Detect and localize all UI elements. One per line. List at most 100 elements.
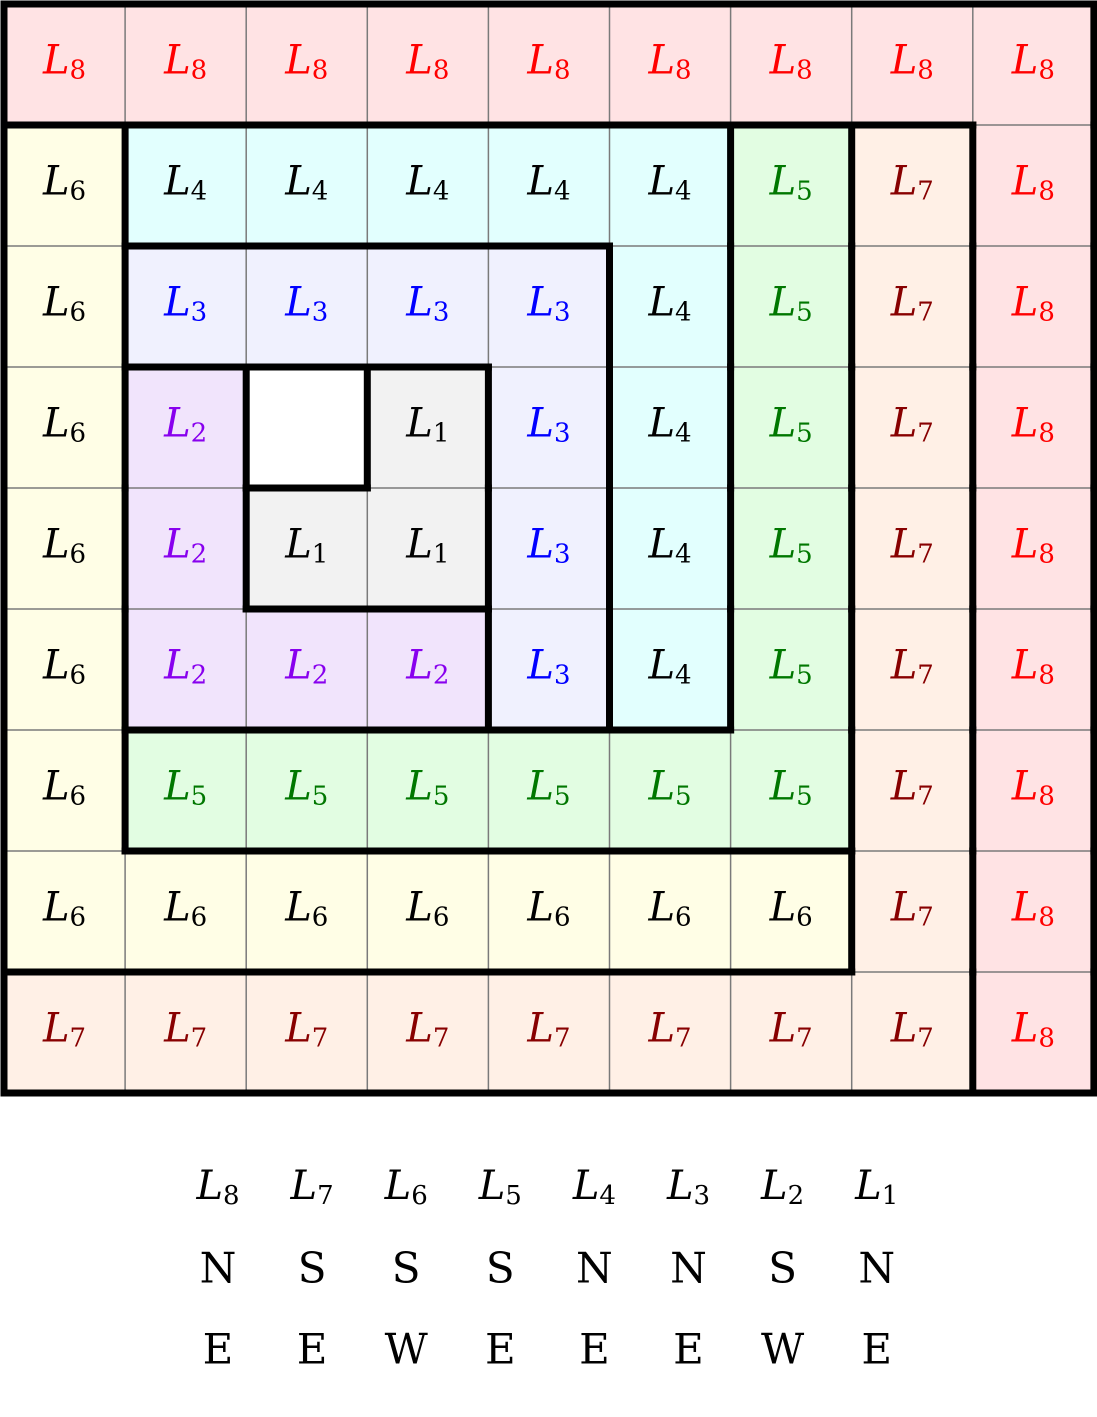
- cell-label-L8: L8: [163, 38, 207, 86]
- grid-cell-L5: [125, 730, 247, 851]
- label-subscript: 7: [917, 903, 934, 933]
- grid-cell-L7: [851, 609, 973, 730]
- label-subscript: 8: [675, 56, 692, 86]
- grid-cell-L8: [972, 730, 1094, 851]
- label-letter: L: [647, 764, 675, 810]
- grid-cell-L5: [488, 730, 610, 851]
- label-letter: L: [769, 764, 797, 810]
- label-subscript: 6: [70, 540, 87, 570]
- label-letter: L: [42, 885, 70, 931]
- table-row1-cell: S: [768, 1244, 797, 1293]
- label-subscript: 5: [312, 782, 329, 812]
- cell-label-L5: L5: [769, 401, 813, 449]
- cell-label-L8: L8: [1011, 885, 1055, 933]
- table-row1-cell: N: [200, 1244, 237, 1293]
- cell-label-L5: L5: [405, 764, 449, 812]
- grid-cell-L3: [246, 246, 368, 367]
- grid-cell-L6: [4, 851, 126, 972]
- label-letter: L: [163, 280, 191, 326]
- label-letter: L: [526, 38, 554, 84]
- label-subscript: 6: [70, 903, 87, 933]
- label-subscript: 7: [917, 298, 934, 328]
- cell-label-L3: L3: [526, 280, 570, 328]
- cell-label-L7: L7: [769, 1006, 813, 1054]
- grid-cell-L2: [367, 609, 489, 730]
- grid-cell-L8: [972, 246, 1094, 367]
- label-letter: L: [647, 885, 675, 931]
- label-letter: L: [647, 522, 675, 568]
- grid-cell-L7: [125, 972, 247, 1093]
- grid-cell-L5: [730, 367, 852, 488]
- grid-cell-L7: [851, 246, 973, 367]
- grid-cell-L6: [367, 851, 489, 972]
- label-subscript: 7: [917, 177, 934, 207]
- grid-cell-L6: [4, 367, 126, 488]
- label-subscript: 4: [433, 177, 450, 207]
- cell-label-L2: L2: [163, 401, 207, 449]
- label-letter: L: [284, 159, 312, 205]
- cell-label-L7: L7: [890, 401, 934, 449]
- cell-label-L7: L7: [890, 1006, 934, 1054]
- label-subscript: 8: [223, 1181, 240, 1211]
- label-subscript: 7: [675, 1024, 692, 1054]
- grid-cell-L5: [730, 730, 852, 851]
- grid-cell-L4: [488, 125, 610, 246]
- cell-label-L8: L8: [647, 38, 691, 86]
- grid-cell-L2: [125, 609, 247, 730]
- grid-cell-L6: [730, 851, 852, 972]
- cell-label-L5: L5: [647, 764, 691, 812]
- label-subscript: 7: [312, 1024, 329, 1054]
- label-subscript: 5: [554, 782, 571, 812]
- cell-label-L2: L2: [163, 522, 207, 570]
- cell-label-L4: L4: [647, 401, 691, 449]
- label-letter: L: [284, 522, 312, 568]
- cell-label-L7: L7: [42, 1006, 86, 1054]
- label-subscript: 2: [433, 661, 450, 691]
- label-subscript: 1: [433, 419, 450, 449]
- cell-label-L8: L8: [769, 38, 813, 86]
- cell-label-L5: L5: [526, 764, 570, 812]
- table-row2-cell: E: [673, 1325, 704, 1374]
- grid-cell-L7: [609, 972, 731, 1093]
- label-letter: L: [526, 401, 554, 447]
- label-letter: L: [647, 1006, 675, 1052]
- label-subscript: 3: [312, 298, 329, 328]
- label-letter: L: [42, 764, 70, 810]
- grid-cells: [4, 4, 1094, 1093]
- label-letter: L: [405, 522, 433, 568]
- grid-cell-L3: [488, 609, 610, 730]
- label-letter: L: [405, 1006, 433, 1052]
- grid-cell-L6: [488, 851, 610, 972]
- cell-label-L4: L4: [647, 522, 691, 570]
- table-header: L4: [572, 1163, 616, 1211]
- label-letter: L: [284, 764, 312, 810]
- grid-cell-L8: [851, 4, 973, 125]
- cell-label-L4: L4: [647, 159, 691, 207]
- cell-label-L6: L6: [42, 643, 86, 691]
- label-letter: L: [647, 401, 675, 447]
- label-letter: L: [666, 1163, 694, 1209]
- label-letter: L: [890, 522, 918, 568]
- label-letter: L: [890, 38, 918, 84]
- label-letter: L: [284, 1006, 312, 1052]
- grid-cell-L4: [609, 246, 731, 367]
- label-subscript: 5: [505, 1181, 522, 1211]
- label-letter: L: [1011, 159, 1039, 205]
- label-letter: L: [890, 280, 918, 326]
- cell-label-L5: L5: [769, 522, 813, 570]
- cell-label-L7: L7: [284, 1006, 328, 1054]
- label-letter: L: [647, 38, 675, 84]
- label-letter: L: [1011, 1006, 1039, 1052]
- cell-label-L3: L3: [526, 643, 570, 691]
- cell-label-L8: L8: [1011, 280, 1055, 328]
- label-letter: L: [769, 885, 797, 931]
- label-subscript: 7: [917, 1024, 934, 1054]
- table-row1-cell: S: [392, 1244, 421, 1293]
- table-row2-cell: E: [861, 1325, 892, 1374]
- label-letter: L: [163, 401, 191, 447]
- cell-label-L6: L6: [42, 522, 86, 570]
- cell-label-L6: L6: [42, 764, 86, 812]
- grid-cell-L8: [730, 4, 852, 125]
- label-subscript: 8: [1038, 1024, 1055, 1054]
